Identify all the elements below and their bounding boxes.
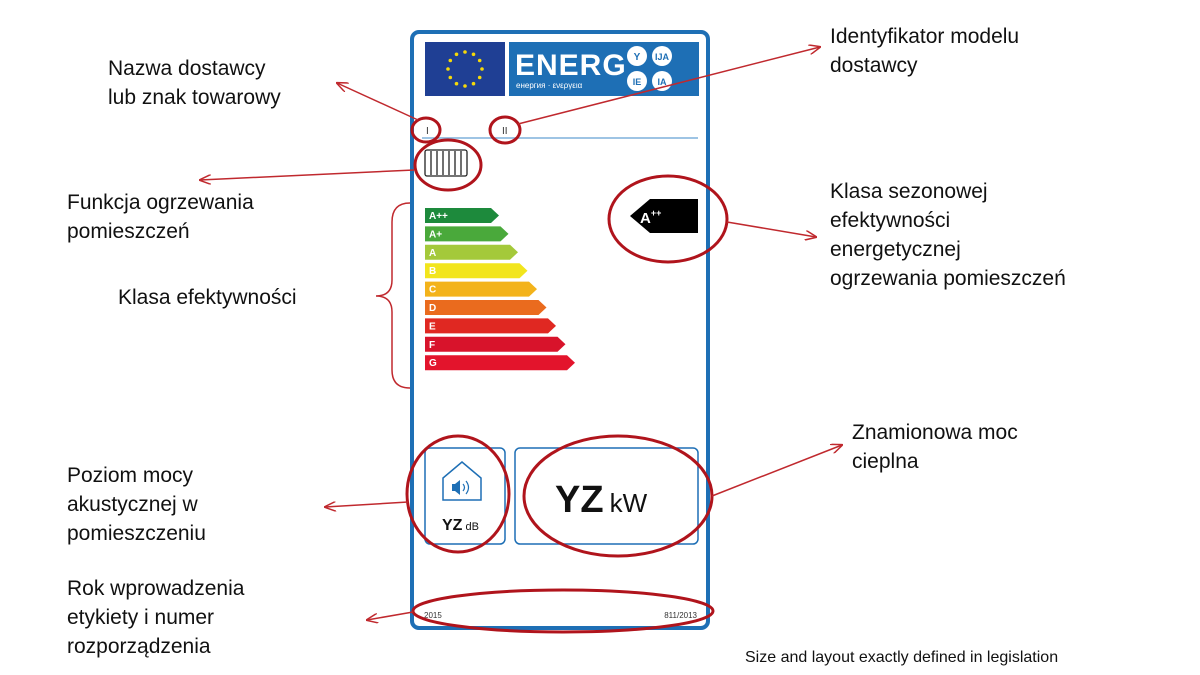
arrow-sound — [325, 501, 409, 507]
eu-star — [446, 67, 450, 71]
eu-star — [477, 58, 482, 63]
lang-badge — [652, 46, 672, 66]
eu-star — [463, 84, 467, 88]
scale-bar — [425, 244, 518, 260]
arrow-seasonal — [726, 221, 816, 237]
eu-star — [477, 75, 482, 80]
arrow-supplier — [337, 83, 419, 121]
footnote: Size and layout exactly defined in legis… — [745, 649, 1059, 666]
highlight-circles — [405, 115, 729, 634]
annotation-year-regulation: Rok wprowadzenia etykiety i numer rozpor… — [67, 577, 245, 658]
highlight-sound — [405, 434, 511, 554]
scale-bar-label: B — [429, 266, 436, 277]
lang-code: IA — [658, 77, 668, 87]
sound-box — [424, 447, 506, 545]
annotation-efficiency-class: Klasa efektywności — [118, 286, 297, 309]
eu-star — [448, 75, 453, 80]
class-arrow — [630, 199, 698, 233]
radiator-icon — [424, 149, 468, 177]
scale-bar-label: F — [429, 340, 435, 351]
pointer-arrows — [200, 47, 842, 620]
scale-bar — [425, 355, 575, 371]
class-arrow-label: A++ — [640, 208, 661, 227]
scale-bar — [425, 208, 499, 223]
field-ii: II — [502, 126, 508, 137]
eu-star — [454, 52, 459, 57]
energy-label-frame — [410, 30, 710, 630]
scale-bar-label: A — [429, 248, 436, 259]
arrow-model — [517, 47, 820, 125]
annotation-model-id: Identyfikator modelu dostawcy — [830, 25, 1020, 77]
eu-star — [480, 67, 484, 71]
annotation-supplier-name: Nazwa dostawcy lub znak towarowy — [108, 57, 281, 109]
highlight-footer — [411, 588, 715, 634]
speaker-house-icon — [442, 461, 482, 501]
scale-bar — [425, 300, 547, 315]
scale-bar-label: C — [429, 285, 436, 296]
eu-star — [448, 58, 453, 63]
annotation-sound-power: Poziom mocy akustycznej w pomieszczeniu — [67, 464, 206, 545]
highlight-field-i — [410, 116, 442, 144]
energ-title: ENERG — [515, 49, 627, 82]
eu-star — [471, 52, 476, 57]
highlight-class-arrow — [607, 174, 729, 264]
annotation-rated-output: Znamionowa moc cieplna — [852, 421, 1018, 473]
power-box — [514, 447, 699, 545]
eu-stars — [446, 50, 484, 88]
highlight-field-ii — [488, 115, 522, 145]
annotation-seasonal-class: Klasa sezonowej efektywności energetyczn… — [830, 180, 1066, 290]
lang-badge — [627, 71, 647, 91]
arrow-heating — [200, 169, 415, 180]
lang-code: IJA — [655, 52, 670, 62]
eu-star — [454, 81, 459, 86]
arrow-year — [367, 611, 414, 620]
scale-bar-label: G — [429, 358, 437, 369]
lang-badge — [627, 46, 647, 66]
scale-bar — [425, 318, 556, 334]
efficiency-bracket — [375, 202, 411, 389]
label-regulation: 811/2013 — [664, 611, 697, 620]
scale-bar-label: A++ — [429, 211, 448, 222]
label-year: 2015 — [424, 611, 442, 620]
arrow-power — [711, 445, 842, 497]
lang-code: IE — [633, 77, 642, 87]
scale-bar-label: D — [429, 303, 436, 314]
energ-subtitle: енергия · ενεργεια — [516, 81, 583, 90]
eu-star — [471, 81, 476, 86]
eu-flag — [425, 42, 505, 96]
lang-code: Y — [634, 52, 641, 63]
field-i: I — [426, 126, 429, 137]
scale-bar — [425, 336, 566, 352]
scale-bar — [425, 226, 509, 242]
highlight-radiator — [413, 138, 483, 192]
annotation-heating-function: Funkcja ogrzewania pomieszczeń — [67, 191, 254, 243]
scale-bar-label: A+ — [429, 229, 442, 240]
scale-bar-label: E — [429, 321, 436, 332]
scale-bar — [425, 281, 537, 297]
eu-star — [463, 50, 467, 54]
scale-bar — [425, 263, 528, 279]
